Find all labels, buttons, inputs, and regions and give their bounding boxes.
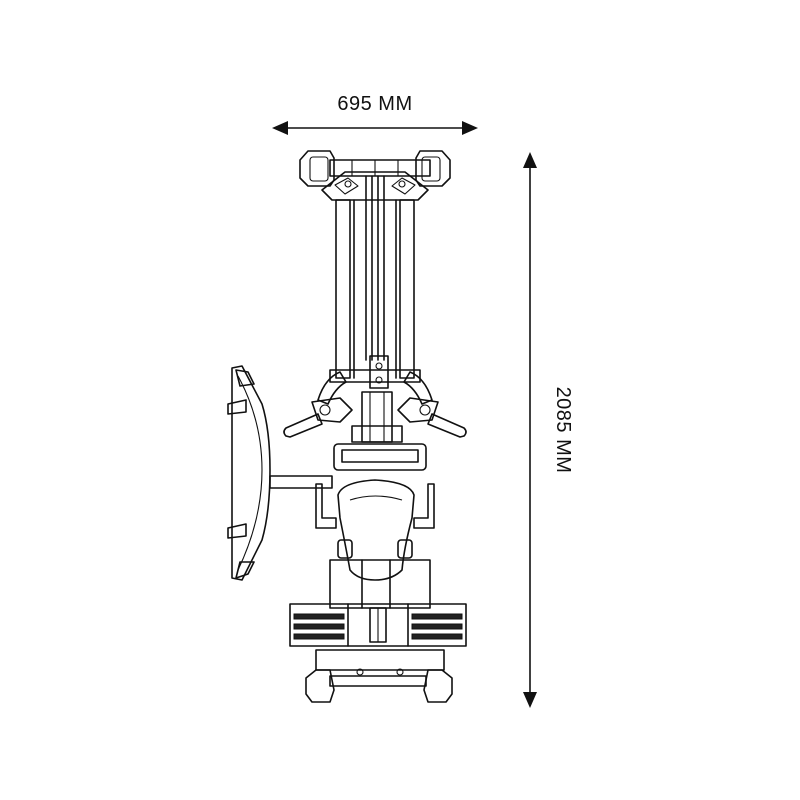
upright-right [399, 199, 415, 379]
top-crossbar [329, 159, 431, 177]
arm-left [317, 371, 347, 405]
lever-assembly [283, 355, 467, 443]
uprights [335, 175, 415, 379]
width-arrow-left [272, 121, 288, 135]
pivot-left [311, 397, 353, 423]
pivot-right [397, 397, 439, 423]
carriage-block [369, 355, 389, 389]
top-bracket [321, 171, 429, 201]
handle-left[interactable] [283, 413, 323, 438]
height-label: 2085 MM [552, 387, 574, 474]
height-arrow-top [523, 152, 537, 168]
weight-stack [289, 559, 467, 647]
width-dimension: 695 MM [272, 93, 478, 135]
column-base [329, 559, 431, 609]
seat-pad [337, 479, 415, 581]
top-frame [299, 150, 451, 201]
width-arrow-right [462, 121, 478, 135]
handle-right[interactable] [427, 413, 467, 438]
upright-left [335, 199, 351, 379]
height-dimension: 2085 MM [523, 152, 574, 708]
plate-holder-arm [269, 475, 333, 489]
center-stack [361, 391, 393, 443]
height-arrow-bottom [523, 692, 537, 708]
base-crossbar [315, 649, 445, 671]
weight-plates [289, 603, 467, 647]
side-plate-holder [227, 365, 333, 581]
seat-assembly [315, 443, 435, 581]
width-label: 695 MM [337, 93, 412, 115]
plate-holder-frame [231, 365, 271, 581]
arm-right [403, 371, 433, 405]
seat-handle-left[interactable] [315, 483, 337, 529]
base-foot-left [305, 669, 335, 703]
seat-handle-right[interactable] [413, 483, 435, 529]
base-frame [305, 649, 453, 703]
seat-frame [333, 443, 427, 471]
base-foot-right [423, 669, 453, 703]
